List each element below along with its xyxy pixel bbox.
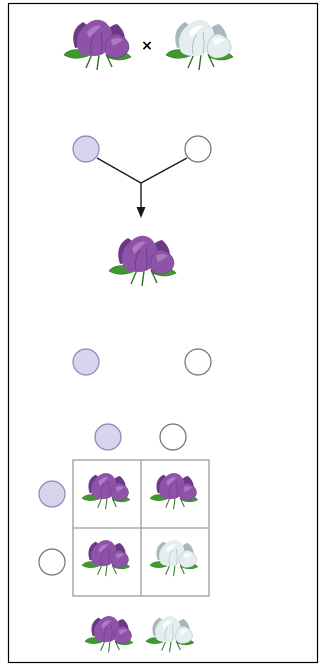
- f2-purple-flower: [84, 615, 134, 653]
- punnett-top-purple-allele: [94, 423, 122, 451]
- punnett-side-purple-allele: [38, 480, 66, 508]
- gamete-white-allele: [184, 135, 212, 163]
- f1-purple-flower: [108, 235, 177, 287]
- gamete-purple-allele: [72, 135, 100, 163]
- parent-white-flower: [165, 19, 234, 71]
- punnett-side-white-allele: [38, 548, 66, 576]
- punnett-cell-purple-purple: [81, 472, 131, 510]
- parent-purple-flower: [63, 19, 132, 71]
- punnett-cell-purple-white-top: [149, 472, 199, 510]
- cross-symbol: ×: [141, 38, 153, 54]
- f1-gamete-purple-allele: [72, 348, 100, 376]
- f1-gamete-white-allele: [184, 348, 212, 376]
- punnett-top-white-allele: [159, 423, 187, 451]
- diagram-frame: [7, 2, 319, 664]
- punnett-cell-white-white: [149, 539, 199, 577]
- punnett-cell-white-purple: [81, 539, 131, 577]
- f2-white-flower: [145, 615, 195, 653]
- punnett-square: [72, 459, 210, 597]
- fertilization-arrow: [96, 157, 188, 218]
